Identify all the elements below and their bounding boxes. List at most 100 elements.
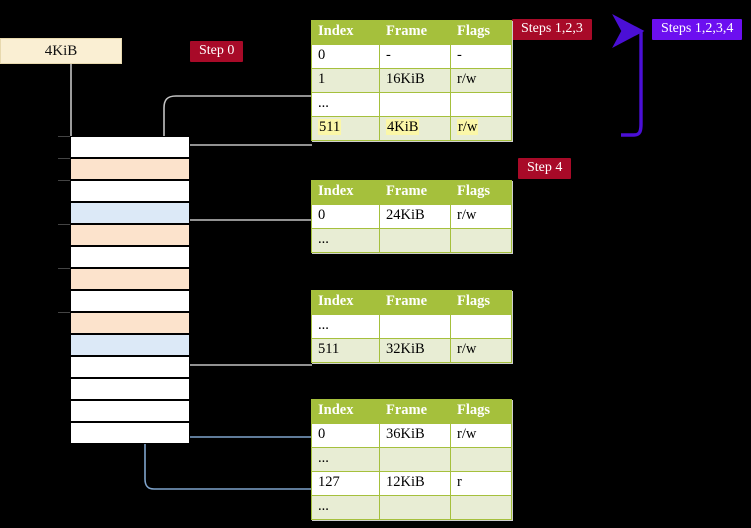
cell-frame: 16KiB (379, 68, 451, 93)
cell-frame: 4KiB (379, 116, 451, 141)
memory-tick (58, 136, 70, 137)
cell-frame: 12KiB (379, 471, 451, 496)
cell-index: 1 (311, 68, 380, 93)
cell-frame: 24KiB (379, 204, 451, 229)
step0-badge: Step 0 (190, 41, 244, 63)
memory-row (70, 136, 190, 158)
cell-index: ... (311, 495, 380, 520)
step4-badge: Step 4 (518, 158, 572, 180)
cell-flags (450, 92, 512, 117)
wire-steps-loop (612, 14, 645, 137)
steps1234-badge-label: Steps 1,2,3,4 (661, 21, 734, 36)
memory-column (58, 136, 190, 446)
cell-index: 0 (311, 204, 380, 229)
memory-row (70, 378, 190, 400)
cell-index: 127 (311, 471, 380, 496)
wire-pml4-4kib (176, 144, 312, 174)
cell-frame (379, 228, 451, 253)
cell-flags: r/w (450, 68, 512, 93)
cell-frame (379, 447, 451, 472)
steps123-badge-label: Steps 1,2,3 (521, 21, 583, 36)
cell-flags (450, 495, 512, 520)
memory-row (70, 246, 190, 268)
table-header-row: Index Frame Flags (311, 180, 512, 205)
cell-flags (450, 228, 512, 253)
table-row[interactable]: 0 - - (311, 44, 512, 69)
cell-flags: r/w (450, 338, 512, 363)
memory-row (70, 158, 190, 180)
page-table-pd: Index Frame Flags ... 511 32KiB r/w (311, 290, 512, 363)
cell-index-text: 511 (318, 119, 342, 136)
table-header-row: Index Frame Flags (311, 399, 512, 424)
cell-index: ... (311, 314, 380, 339)
cell-frame (379, 92, 451, 117)
cell-flags: - (450, 44, 512, 69)
table-row[interactable]: ... (311, 228, 512, 253)
step4-badge-label: Step 4 (527, 160, 563, 175)
memory-tick (58, 158, 70, 159)
memory-row (70, 334, 190, 356)
table-row[interactable]: 511 32KiB r/w (311, 338, 512, 363)
cell-frame: 32KiB (379, 338, 451, 363)
cell-flags (450, 447, 512, 472)
size-label-box: 4KiB (0, 38, 122, 64)
column-header-flags: Flags (450, 399, 512, 424)
memory-tick (58, 180, 70, 181)
steps1234-badge: Steps 1,2,3,4 (652, 19, 743, 41)
memory-row (70, 400, 190, 422)
cell-flags (450, 314, 512, 339)
column-header-flags: Flags (450, 20, 512, 45)
table-row[interactable]: ... (311, 447, 512, 472)
wire-pdpt-24kib (176, 219, 312, 269)
memory-row (70, 224, 190, 246)
table-row[interactable]: 0 24KiB r/w (311, 204, 512, 229)
cell-index: 0 (311, 423, 380, 448)
column-header-frame: Frame (379, 180, 451, 205)
cell-flags-text: r/w (457, 119, 479, 136)
cell-frame (379, 495, 451, 520)
page-table-pml4: Index Frame Flags 0 - - 1 16KiB r/w ... (311, 20, 512, 141)
cell-frame: 36KiB (379, 423, 451, 448)
memory-row (70, 290, 190, 312)
steps123-badge: Steps 1,2,3 (512, 19, 592, 41)
table-row[interactable]: ... (311, 495, 512, 520)
memory-row (70, 268, 190, 290)
table-row[interactable]: ... (311, 92, 512, 117)
table-header-row: Index Frame Flags (311, 20, 512, 45)
column-header-frame: Frame (379, 399, 451, 424)
memory-row (70, 180, 190, 202)
column-header-index: Index (311, 180, 380, 205)
table-row[interactable]: 511 4KiB r/w (311, 116, 512, 141)
cell-index: 511 (311, 338, 380, 363)
table-row[interactable]: ... (311, 314, 512, 339)
cell-frame: - (379, 44, 451, 69)
page-table-pdpt: Index Frame Flags 0 24KiB r/w ... (311, 180, 512, 253)
column-header-index: Index (311, 20, 380, 45)
table-row[interactable]: 0 36KiB r/w (311, 423, 512, 448)
cell-flags: r (450, 471, 512, 496)
memory-row (70, 422, 190, 444)
cell-flags: r/w (450, 204, 512, 229)
table-row[interactable]: 127 12KiB r (311, 471, 512, 496)
column-header-index: Index (311, 290, 380, 315)
column-header-frame: Frame (379, 20, 451, 45)
column-header-flags: Flags (450, 290, 512, 315)
step0-badge-label: Step 0 (199, 43, 235, 58)
column-header-flags: Flags (450, 180, 512, 205)
size-label-text: 4KiB (44, 42, 78, 59)
cell-index: 0 (311, 44, 380, 69)
memory-row (70, 356, 190, 378)
column-header-index: Index (311, 399, 380, 424)
cell-frame-text: 4KiB (386, 119, 420, 136)
cell-index: ... (311, 92, 380, 117)
table-row[interactable]: 1 16KiB r/w (311, 68, 512, 93)
memory-tick (58, 312, 70, 313)
column-header-frame: Frame (379, 290, 451, 315)
cell-index: ... (311, 228, 380, 253)
cell-flags: r/w (450, 423, 512, 448)
memory-row (70, 312, 190, 334)
cell-frame (379, 314, 451, 339)
table-header-row: Index Frame Flags (311, 290, 512, 315)
cell-index: 511 (311, 116, 380, 141)
